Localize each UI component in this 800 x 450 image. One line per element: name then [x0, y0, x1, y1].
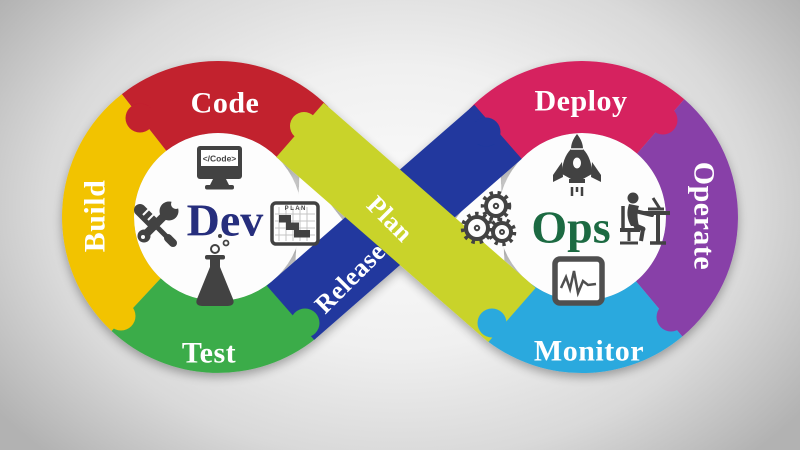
segment-operate [636, 99, 738, 337]
dev-core-background [134, 133, 345, 301]
code-monitor-screen-text: </Code> [203, 154, 237, 164]
segment-code [121, 60, 329, 158]
puzzle-knob-deploy [648, 105, 678, 135]
flask-icon [196, 234, 234, 306]
puzzle-knob-plan [290, 112, 318, 140]
puzzle-knob-test [290, 308, 320, 338]
puzzle-knob-release [471, 117, 501, 147]
plan-board-text: P L A N [285, 206, 306, 212]
segment-test [111, 278, 317, 373]
puzzle-knob-operate [656, 302, 686, 332]
segment-deploy [468, 61, 685, 160]
puzzle-knob-monitor [477, 308, 507, 338]
dev-title: Dev [187, 195, 264, 246]
puzzle-knob-code [125, 103, 155, 133]
label-build: Build [79, 180, 112, 253]
label-monitor: Monitor [534, 335, 644, 368]
gear-bottom-right [487, 217, 517, 247]
graph-monitor-icon [552, 256, 605, 306]
tools-icon [134, 199, 181, 247]
plan-board-icon: P L A N [270, 201, 320, 246]
label-operate: Operate [688, 162, 721, 270]
label-test: Test [182, 337, 236, 370]
ops-title: Ops [531, 202, 610, 253]
puzzle-knob-build [106, 301, 136, 331]
code-monitor-icon: </Code> [197, 146, 242, 190]
segment-build [62, 94, 167, 331]
segment-monitor [488, 281, 683, 374]
gear-bottom-left [460, 211, 494, 245]
workstation-icon [620, 192, 670, 245]
gears-icon [460, 190, 517, 247]
rocket-icon [553, 134, 601, 196]
segment-plan [276, 102, 536, 343]
gear-top [480, 190, 512, 222]
label-deploy: Deploy [535, 85, 628, 118]
label-code: Code [191, 87, 260, 120]
